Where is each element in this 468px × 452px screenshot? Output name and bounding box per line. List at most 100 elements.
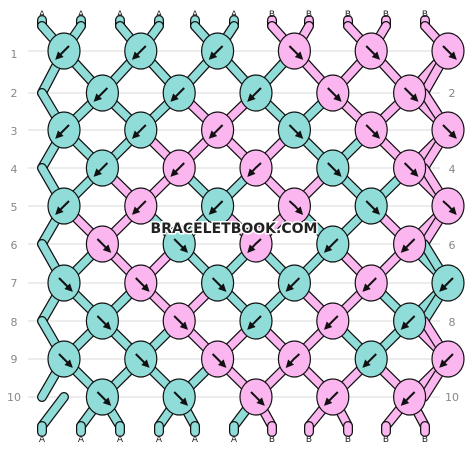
row-label-left-6: 6 [11, 239, 18, 252]
knot [47, 111, 81, 149]
arrow-down-right-icon [96, 391, 112, 406]
arrow-down-left-icon [131, 45, 147, 60]
knot [162, 302, 196, 340]
string-letter-top: A [117, 10, 124, 20]
knot [277, 32, 311, 70]
row-label-right-8: 8 [449, 316, 456, 329]
knot [431, 187, 465, 225]
knot [239, 149, 273, 187]
arrow-down-left-icon [400, 315, 416, 330]
row-label-right-6: 6 [449, 239, 456, 252]
arrow-down-right-icon [327, 87, 342, 102]
knot [47, 187, 81, 225]
knot [354, 340, 388, 378]
string-letter-top: B [306, 10, 312, 20]
arrow-down-left-icon [323, 391, 339, 406]
knot-arrow-icon [442, 200, 457, 215]
knot-arrow-icon [247, 238, 262, 253]
arrow-down-right-icon [173, 315, 189, 330]
knot [354, 187, 388, 225]
row-label-right-4: 4 [449, 163, 456, 176]
arrow-down-left-icon [323, 315, 339, 330]
knot [162, 378, 196, 416]
string-letter-top: A [231, 10, 238, 20]
string-letter-top: A [192, 10, 199, 20]
knot [393, 74, 427, 112]
knot [239, 74, 273, 112]
arrow-down-right-icon [58, 353, 73, 368]
string-letter-bottom: A [156, 435, 163, 445]
string-end-bottom-lead [38, 393, 68, 430]
knot [162, 149, 196, 187]
knot [393, 225, 427, 263]
knot [431, 340, 465, 378]
arrow-down-right-icon [288, 45, 304, 60]
arrow-down-left-icon [439, 353, 454, 368]
arrow-down-right-icon [96, 238, 112, 253]
knot [277, 187, 311, 225]
arrow-down-right-icon [173, 238, 189, 253]
knot [85, 74, 120, 112]
arrow-down-left-icon [55, 200, 70, 215]
arrow-down-left-icon [285, 277, 301, 292]
string-letter-bottom: A [117, 435, 124, 445]
knot [201, 187, 235, 225]
row-label-left-2: 2 [11, 87, 18, 100]
knot [277, 111, 311, 149]
arrow-down-left-icon [323, 238, 339, 253]
knot [316, 378, 350, 416]
knot [316, 225, 350, 263]
arrow-down-left-icon [55, 45, 70, 60]
row-label-left-4: 4 [11, 163, 18, 176]
string-letter-top: B [269, 10, 275, 20]
arrow-down-right-icon [327, 162, 342, 177]
arrow-down-left-icon [208, 200, 224, 215]
knot-arrow-icon [247, 162, 262, 177]
knot [162, 225, 196, 263]
string-letter-bottom: A [78, 435, 85, 445]
arrow-down-left-icon [170, 87, 185, 102]
row-label-left-5: 5 [11, 201, 18, 214]
knot [354, 111, 388, 149]
arrow-down-left-icon [208, 124, 224, 139]
arrow-down-left-icon [93, 87, 109, 102]
arrow-down-left-icon [439, 277, 454, 292]
arrow-down-right-icon [442, 124, 457, 139]
arrow-down-right-icon [403, 162, 419, 177]
knot [239, 378, 273, 416]
arrow-down-right-icon [96, 315, 112, 330]
knot [201, 111, 235, 149]
knot [85, 149, 120, 187]
knots [47, 32, 465, 416]
row-label-left-8: 8 [11, 316, 18, 329]
row-label-left-10: 10 [7, 391, 21, 404]
row-label-left-1: 1 [11, 48, 18, 61]
arrow-down-left-icon [247, 315, 262, 330]
arrow-down-left-icon [170, 162, 185, 177]
knot [201, 32, 235, 70]
knot [239, 302, 273, 340]
arrow-down-right-icon [173, 391, 189, 406]
knot [277, 264, 311, 302]
arrow-down-left-icon [131, 124, 147, 139]
string-letter-bottom: B [345, 435, 351, 445]
knot [393, 302, 427, 340]
knot [431, 32, 465, 70]
arrow-down-right-icon [288, 124, 304, 139]
knot [124, 111, 158, 149]
row-label-right-10: 10 [445, 391, 459, 404]
arrow-down-left-icon [55, 124, 70, 139]
knot [431, 264, 465, 302]
knot [316, 302, 350, 340]
knot [85, 378, 120, 416]
string-letter-bottom: B [383, 435, 389, 445]
row-label-left-9: 9 [11, 353, 18, 366]
knot [354, 32, 388, 70]
string-letter-top: B [383, 10, 389, 20]
knot [239, 225, 273, 263]
knot [393, 149, 427, 187]
knot [162, 74, 196, 112]
knot-arrow-icon [288, 200, 304, 215]
row-label-right-2: 2 [449, 87, 456, 100]
